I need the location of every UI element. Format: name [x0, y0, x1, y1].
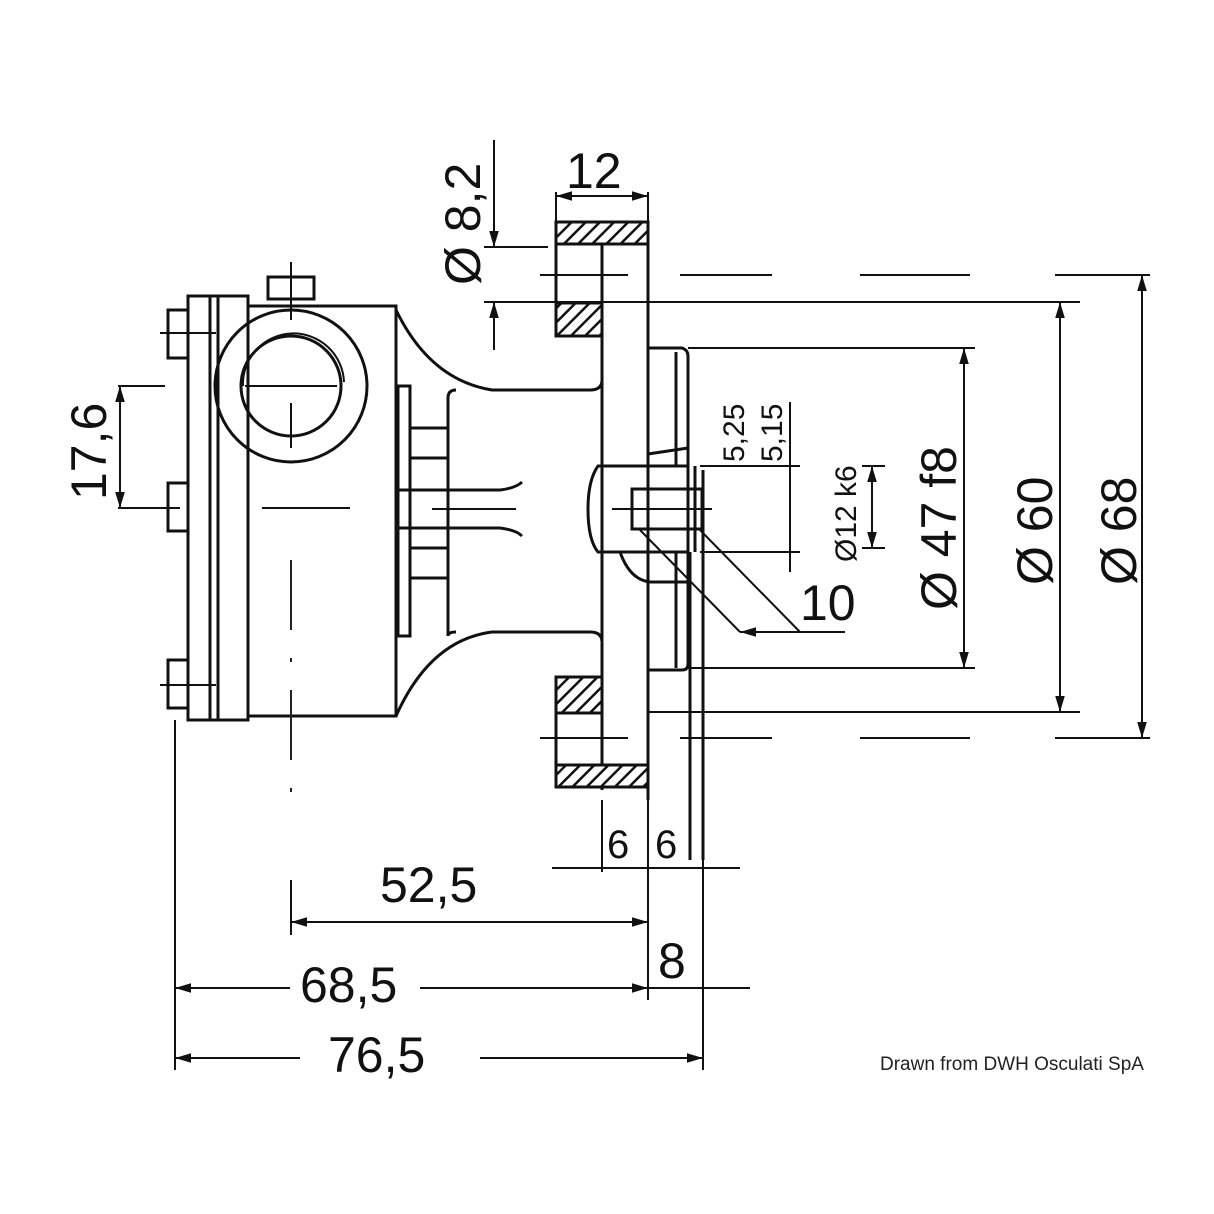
dim-port-offset: 17,6: [61, 403, 117, 500]
dim-key-lower: 5,15: [756, 404, 789, 462]
dim-body-to-flange: 68,5: [300, 957, 397, 1013]
dim-bolt-hole: Ø 8,2: [435, 163, 491, 285]
port-icon: [213, 308, 369, 464]
dim-key-length: 10: [800, 575, 856, 631]
extension-lines: [484, 246, 1150, 739]
dim-bolt-circle: Ø 60: [1007, 477, 1063, 585]
dim-overall-length: 76,5: [328, 1027, 425, 1083]
credit-text: Drawn from DWH Osculati SpA: [880, 1054, 1144, 1075]
pump-body: [160, 262, 398, 935]
dim-shaft-protrusion: 8: [658, 933, 686, 989]
dim-key-upper: 5,25: [718, 404, 751, 462]
dim-spigot-right: 6: [655, 823, 677, 867]
dim-spigot-diameter: Ø 47 f8: [911, 446, 967, 610]
dim-port-to-flange: 52,5: [380, 857, 477, 913]
bracket: [394, 309, 604, 717]
dim-spigot-left: 6: [607, 823, 629, 867]
dim-flange-thickness: 12: [566, 143, 622, 199]
dim-shaft-diameter: Ø12 k6: [830, 465, 863, 562]
dimension-lines: [115, 140, 1147, 1070]
mounting-flange: [554, 220, 712, 860]
dim-flange-outer: Ø 68: [1091, 477, 1147, 585]
